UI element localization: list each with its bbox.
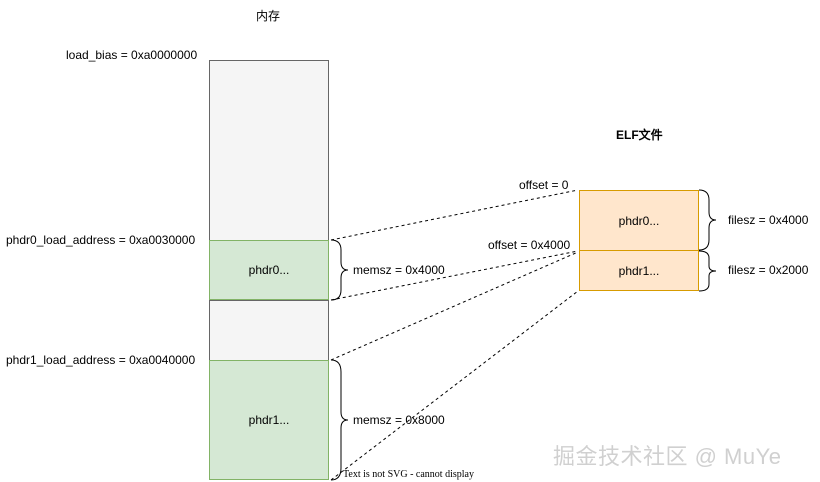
brace-phdr1-memsz bbox=[330, 359, 349, 481]
elf-phdr0-label: phdr0... bbox=[618, 213, 660, 228]
connector-phdr1-bottom bbox=[330, 290, 579, 481]
elf-phdr1-segment: phdr1... bbox=[579, 250, 699, 291]
phdr0-memsz-label: memsz = 0x4000 bbox=[353, 263, 445, 277]
elf-phdr0-filesz-label: filesz = 0x4000 bbox=[728, 213, 809, 227]
brace-phdr0-memsz bbox=[330, 239, 349, 301]
phdr1-memsz-label: memsz = 0x8000 bbox=[353, 413, 445, 427]
memory-phdr1-label: phdr1... bbox=[248, 413, 290, 427]
svg-fallback-notice: Text is not SVG - cannot display bbox=[343, 469, 474, 480]
elf-title: ELF文件 bbox=[616, 128, 663, 142]
memory-region-top bbox=[209, 60, 329, 241]
elf-phdr1-label: phdr1... bbox=[618, 263, 660, 278]
connector-phdr1-top bbox=[330, 251, 579, 361]
elf-offset0-label: offset = 0 bbox=[519, 178, 569, 192]
elf-offset1-label: offset = 0x4000 bbox=[488, 238, 571, 252]
brace-phdr0-filesz bbox=[698, 189, 717, 251]
memory-phdr1-segment: phdr1... bbox=[209, 360, 329, 480]
memory-gap-region bbox=[209, 300, 329, 361]
watermark: 掘金技术社区 @ MuYe bbox=[553, 444, 782, 469]
elf-phdr1-filesz-label: filesz = 0x2000 bbox=[728, 263, 809, 277]
memory-phdr0-segment: phdr0... bbox=[209, 240, 329, 300]
brace-phdr1-filesz bbox=[698, 250, 717, 292]
phdr1-load-address-label: phdr1_load_address = 0xa0040000 bbox=[6, 353, 196, 367]
memory-title: 内存 bbox=[256, 9, 281, 23]
memory-phdr0-label: phdr0... bbox=[248, 263, 290, 277]
connector-phdr0-top bbox=[330, 189, 579, 241]
load-bias-label: load_bias = 0xa0000000 bbox=[66, 48, 198, 62]
phdr0-load-address-label: phdr0_load_address = 0xa0030000 bbox=[6, 233, 196, 247]
elf-phdr0-segment: phdr0... bbox=[579, 190, 699, 251]
